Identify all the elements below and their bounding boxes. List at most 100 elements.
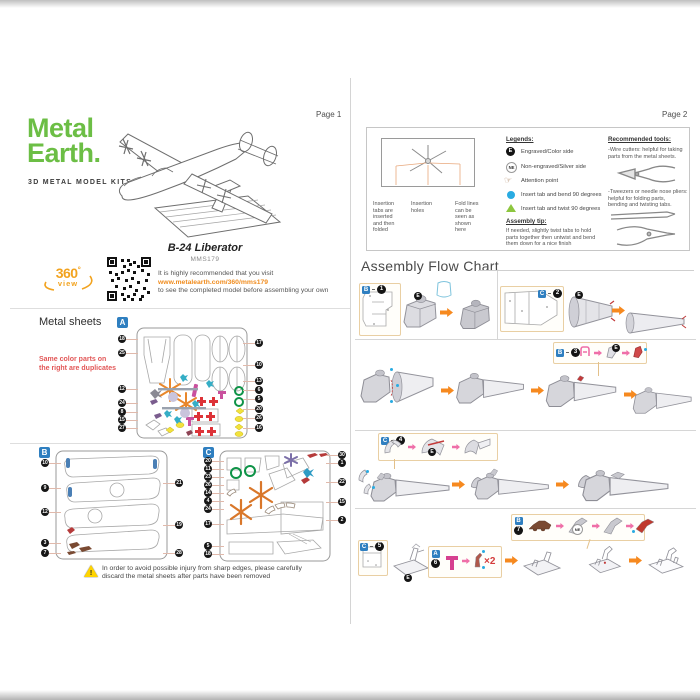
engraved-marker: E [414,292,422,300]
flow-arrow [556,480,569,489]
legend-box: Insertion tabs are inserted and then fol… [366,127,690,251]
b24-line-art [118,131,282,238]
flow-arrow [505,556,518,565]
step7-result-sketch [635,518,655,534]
part-number: 5 [243,395,263,403]
brand-tagline: 3D METAL MODEL KITS [28,179,133,186]
engraved-marker: E [612,344,620,352]
part-number: 21 [163,479,183,487]
logo-line1: Metal [27,113,94,143]
attention-point-label: Attention point [521,178,559,184]
part-number: 15 [326,498,346,506]
qr-finder-tl [107,257,117,267]
flow-arrow-small [622,350,630,356]
bend-tab-icon [507,191,515,199]
part-number: 11 [204,465,224,473]
flow-arrow [629,556,642,565]
non-engraved-marker: NE [572,524,583,535]
assembly-tip-text: If needed, slightly twist tabs to hold p… [506,228,596,248]
badge-360-view: 360° view [40,262,96,296]
part-number: 3 [41,539,61,547]
insert-tab-dot [482,550,485,553]
part-number: 16 [243,424,263,432]
row4-final-sketch [648,547,684,574]
sheet-a-label: A [117,317,128,328]
inset-leader-line [394,459,395,469]
flow-row-divider-2 [355,430,696,431]
part-number: 23 [204,473,224,481]
pliers-icon [610,211,676,246]
badge-360-number: 360° [55,265,81,281]
propeller-diagram [381,138,475,187]
flow-arrow [440,308,453,317]
part-number: 4 [204,497,224,505]
sheet-c-label: C [203,447,214,458]
step6-part-sketch [446,556,458,570]
assembly-tip-heading: Assembly tip: [506,218,547,225]
part-number: 20 [243,405,263,413]
wire-cutters-icon [616,165,676,183]
row3-stage2-sketch [471,468,549,500]
part-number: 9 [41,484,61,492]
qr-code [107,257,151,301]
part-number: 26 [243,414,263,422]
metal-sheets-heading: Metal sheets [39,316,102,328]
part-number: 28 [163,549,183,557]
warning-triangle-icon [84,565,98,577]
part-number: 17 [243,339,263,347]
warning-text: In order to avoid possible injury from s… [102,565,302,581]
visit-note: It is highly recommended that you visit … [158,270,336,296]
visit-note-line2: to see the completed model before assemb… [158,287,329,295]
twist-tab-icon [506,204,516,212]
row3-stage3-sketch [578,470,669,502]
insert-tab-dot [390,368,393,371]
photo-bottom-shadow [0,690,700,700]
flow-arrow-small [592,523,600,529]
warning-exclamation: ! [89,570,93,577]
visit-note-url: www.metalearth.com/360/mms179 [158,278,269,286]
step4-arc-part-sketch [384,439,402,454]
step4-cowl-sketch [421,438,445,456]
part-number: 13 [243,377,263,385]
sheet-b-label: B [39,447,50,458]
part-number: 15 [118,416,138,424]
inset-leader-line [598,362,599,376]
flow-arrow-small [408,444,416,450]
photo-top-shadow [0,0,700,8]
engraved-side-label: Engraved/Color side [521,149,574,155]
part-number: 25 [118,349,138,357]
legends-heading: Legends: [506,136,534,143]
qr-finder-bl [107,291,117,301]
part-number: 30 [326,451,346,459]
part-number: 17 [204,520,224,528]
model-number: MMS179 [190,256,220,263]
step6-seat-sketch [474,552,483,568]
fold-lines-label: Fold lines can be seen as shown here [455,201,479,234]
part-number: 2 [326,516,346,524]
badge-360-swoosh [44,275,93,291]
flow-arrow [612,306,625,315]
step7-inset-box [511,514,645,541]
part-number: 12 [118,385,138,393]
engraved-marker: E [404,574,412,582]
step2-part-box [500,286,564,332]
row4-stage3-sketch [588,545,622,574]
step7-stage2-sketch [603,517,623,535]
part-number: 1 [326,459,346,467]
flow-row-divider-1 [355,339,696,340]
qr-modules [107,257,110,260]
part-number: 14 [204,489,224,497]
step2-result-sketch [625,312,687,334]
part-number: 20 [204,457,224,465]
page-divider [350,78,351,624]
wire-cutters-text: -Wire cutters: helpful for taking parts … [608,147,683,160]
step1-nose-sketch [403,295,437,328]
sheet-b-art [55,450,168,560]
flow-heading-rule [478,270,694,271]
